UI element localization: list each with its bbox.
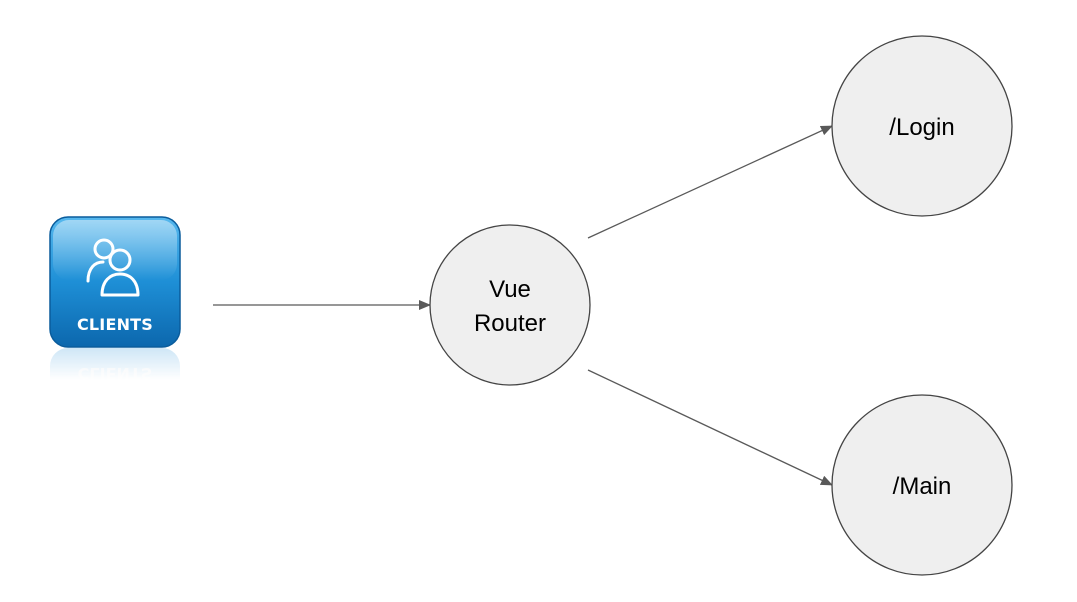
main-route-node[interactable]: /Main — [831, 394, 1013, 576]
vue-router-label-line2: Router — [474, 310, 546, 337]
vue-router-circle — [429, 224, 591, 386]
clients-node[interactable]: CLIENTS CLIENTS — [45, 216, 185, 402]
clients-reflection: CLIENTS — [45, 346, 185, 402]
main-route-circle — [831, 394, 1013, 576]
clients-label: CLIENTS — [77, 315, 153, 334]
edge-router-to-main — [587, 369, 833, 486]
vue-router-label-line1: Vue — [489, 276, 531, 303]
edge-router-to-login — [587, 125, 833, 239]
login-route-label: /Login — [889, 114, 954, 141]
main-route-label: /Main — [893, 473, 952, 500]
login-route-circle — [831, 35, 1013, 217]
users-icon — [86, 238, 140, 297]
login-route-node[interactable]: /Login — [831, 35, 1013, 217]
vue-router-node[interactable]: Vue Router — [429, 224, 591, 386]
